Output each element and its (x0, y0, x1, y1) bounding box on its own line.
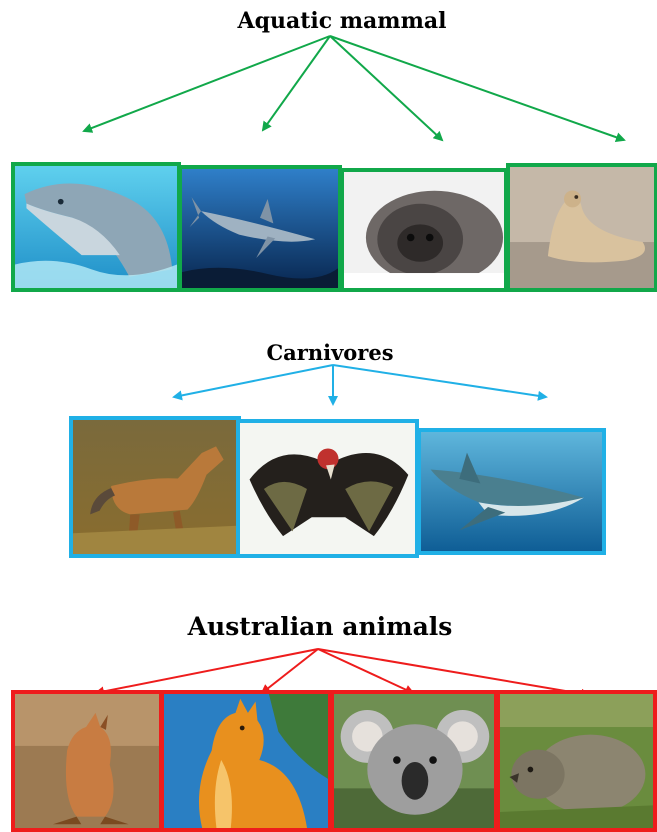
arrow-australian-1 (96, 649, 318, 693)
wombat-photo (496, 690, 657, 832)
arrow-aquatic-3 (330, 36, 442, 140)
arrow-aquatic-1 (84, 36, 330, 131)
shark-photo (417, 428, 606, 555)
sea-lion-photo (506, 163, 657, 292)
dolphin-photo (11, 162, 181, 292)
dingo-photo (160, 690, 332, 832)
arrow-carnivores-1 (174, 365, 333, 397)
arrow-australian-2 (262, 649, 318, 693)
arrow-aquatic-4 (330, 36, 624, 140)
arrow-australian-4 (318, 649, 589, 695)
shark-photo (178, 165, 342, 292)
vulture-photo (236, 419, 419, 558)
jackal-photo (69, 416, 241, 558)
koala-photo (330, 690, 498, 832)
arrow-carnivores-3 (333, 365, 546, 397)
seal-photo (340, 168, 508, 292)
kangaroo-photo (11, 690, 163, 832)
arrow-australian-3 (318, 649, 413, 693)
arrow-aquatic-2 (263, 36, 330, 130)
